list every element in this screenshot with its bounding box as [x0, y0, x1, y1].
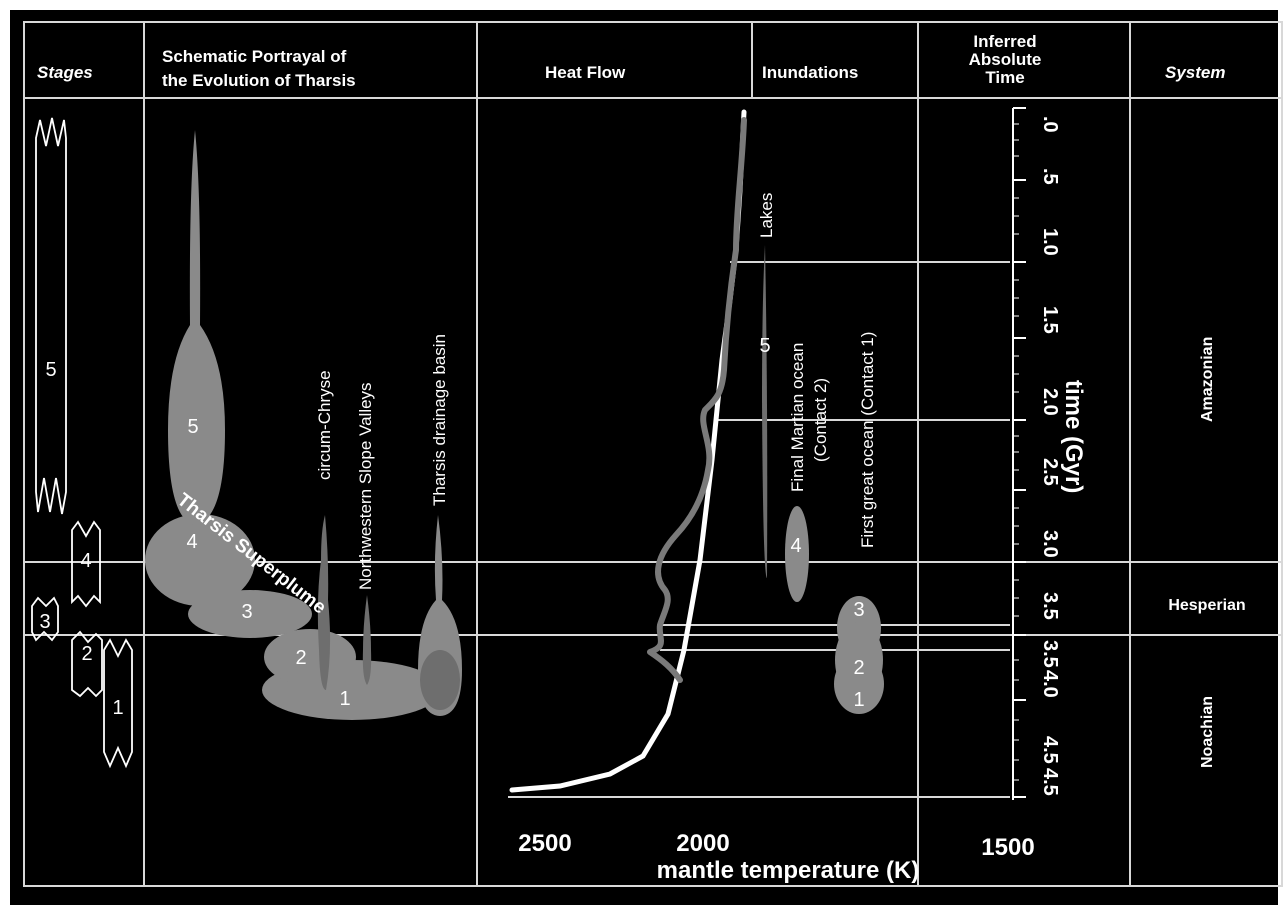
heat-flow-curves [509, 109, 747, 793]
header-schematic-line2: the Evolution of Tharsis [162, 71, 356, 90]
circum-chryse-plume [317, 515, 331, 690]
inundation-shapes [762, 245, 884, 714]
label-final-ocean-line1: Final Martian ocean [788, 343, 807, 492]
lakes-stage-label: 5 [759, 335, 770, 357]
label-final-ocean-line2: (Contact 2) [811, 378, 830, 462]
time-tick-4.5b: 4.5 [1039, 768, 1061, 796]
label-tharsis-drainage: Tharsis drainage basin [430, 334, 449, 506]
system-amazonian: Amazonian [1199, 337, 1216, 422]
heat-flow-wavy-curve [647, 117, 747, 683]
header-time-line1: Inferred [973, 32, 1036, 51]
first-ocean-label-1: 1 [853, 689, 864, 711]
time-axis-label: time (Gyr) [1060, 380, 1087, 493]
final-ocean-stage-label: 4 [790, 535, 801, 557]
time-axis [1012, 107, 1026, 800]
stage-bar-2 [71, 630, 103, 698]
plume-stage-5 [168, 130, 225, 525]
temp-tick-1500: 1500 [981, 834, 1034, 861]
plume-label-3: 3 [241, 601, 252, 623]
header-time-line2: Absolute [969, 50, 1042, 69]
tharsis-superplume-shapes [145, 130, 462, 720]
stage-bar-3 [31, 596, 59, 642]
header-time-line3: Time [985, 68, 1024, 87]
first-ocean-label-3: 3 [853, 599, 864, 621]
time-tick-2.5: 2.5 [1039, 458, 1061, 486]
time-tick-3.5a: 3.5 [1039, 592, 1061, 620]
time-tick-0.5: .5 [1039, 168, 1061, 185]
stage-bar-4 [71, 520, 101, 608]
stage-label-3: 3 [39, 611, 50, 633]
first-ocean-stage-1 [834, 654, 884, 714]
plume-stage-4 [145, 514, 255, 606]
stage-label-2: 2 [81, 643, 92, 665]
lakes-bar [762, 245, 768, 578]
label-lakes: Lakes [757, 193, 776, 238]
temp-tick-2500: 2500 [518, 830, 571, 857]
plume-label-4: 4 [186, 531, 197, 553]
header-inundations: Inundations [762, 63, 858, 82]
time-tick-2.0: 2.0 [1039, 388, 1061, 416]
time-tick-3.0: 3.0 [1039, 530, 1061, 558]
stage-label-1: 1 [112, 697, 123, 719]
stage-bar-5 [35, 117, 67, 515]
time-tick-1.0: 1.0 [1039, 228, 1061, 256]
stage-label-4: 4 [80, 550, 91, 572]
temp-tick-2000: 2000 [676, 830, 729, 857]
drainage-basin-core [420, 650, 460, 710]
system-noachian: Noachian [1199, 696, 1216, 768]
label-first-ocean: First great ocean (Contact 1) [858, 332, 877, 548]
header-system: System [1165, 63, 1225, 82]
plume-stage-2 [264, 629, 356, 685]
stage-bar-1 [103, 638, 133, 769]
time-tick-4.5a: 4.5 [1039, 736, 1061, 764]
system-hesperian: Hesperian [1168, 597, 1245, 614]
plume-label-2: 2 [295, 647, 306, 669]
header-stages: Stages [37, 63, 93, 82]
time-tick-0.0: .0 [1039, 116, 1061, 133]
plume-label-1: 1 [339, 688, 350, 710]
label-nw-slope-valleys: Northwestern Slope Valleys [356, 382, 375, 590]
header-heat-flow: Heat Flow [545, 63, 626, 82]
nw-valleys-plume [362, 595, 372, 685]
time-tick-1.5: 1.5 [1039, 306, 1061, 334]
stage-label-5: 5 [45, 359, 56, 381]
plume-label-5: 5 [187, 416, 198, 438]
final-ocean-shape [785, 506, 809, 602]
label-circum-chryse: circum-Chryse [315, 370, 334, 480]
header-schematic-line1: Schematic Portrayal of [162, 47, 347, 66]
first-ocean-label-2: 2 [853, 657, 864, 679]
time-tick-4.0: 4.0 [1039, 670, 1061, 698]
time-tick-3.5b: 3.5 [1039, 640, 1061, 668]
time-axis-minor [1013, 123, 1019, 781]
temp-axis-label: mantle temperature (K) [657, 857, 920, 884]
stage-bars [31, 117, 133, 769]
